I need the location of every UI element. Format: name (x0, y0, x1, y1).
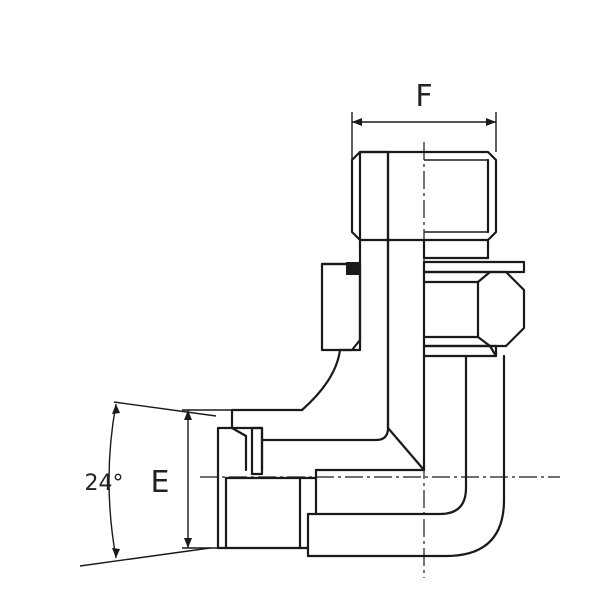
dimension-f: F (351, 79, 497, 160)
dimension-f-label: F (415, 79, 432, 114)
left-male-thread (216, 426, 318, 550)
dimension-e-label: E (151, 465, 170, 500)
angle-label: 24° (85, 471, 124, 496)
top-male-thread (350, 150, 498, 260)
dimension-e: E (151, 409, 232, 549)
nut-section (320, 262, 362, 352)
angle-24: 24° (79, 401, 217, 567)
lock-nut (422, 260, 526, 358)
elbow-tube (306, 354, 506, 558)
body-section (230, 150, 426, 472)
